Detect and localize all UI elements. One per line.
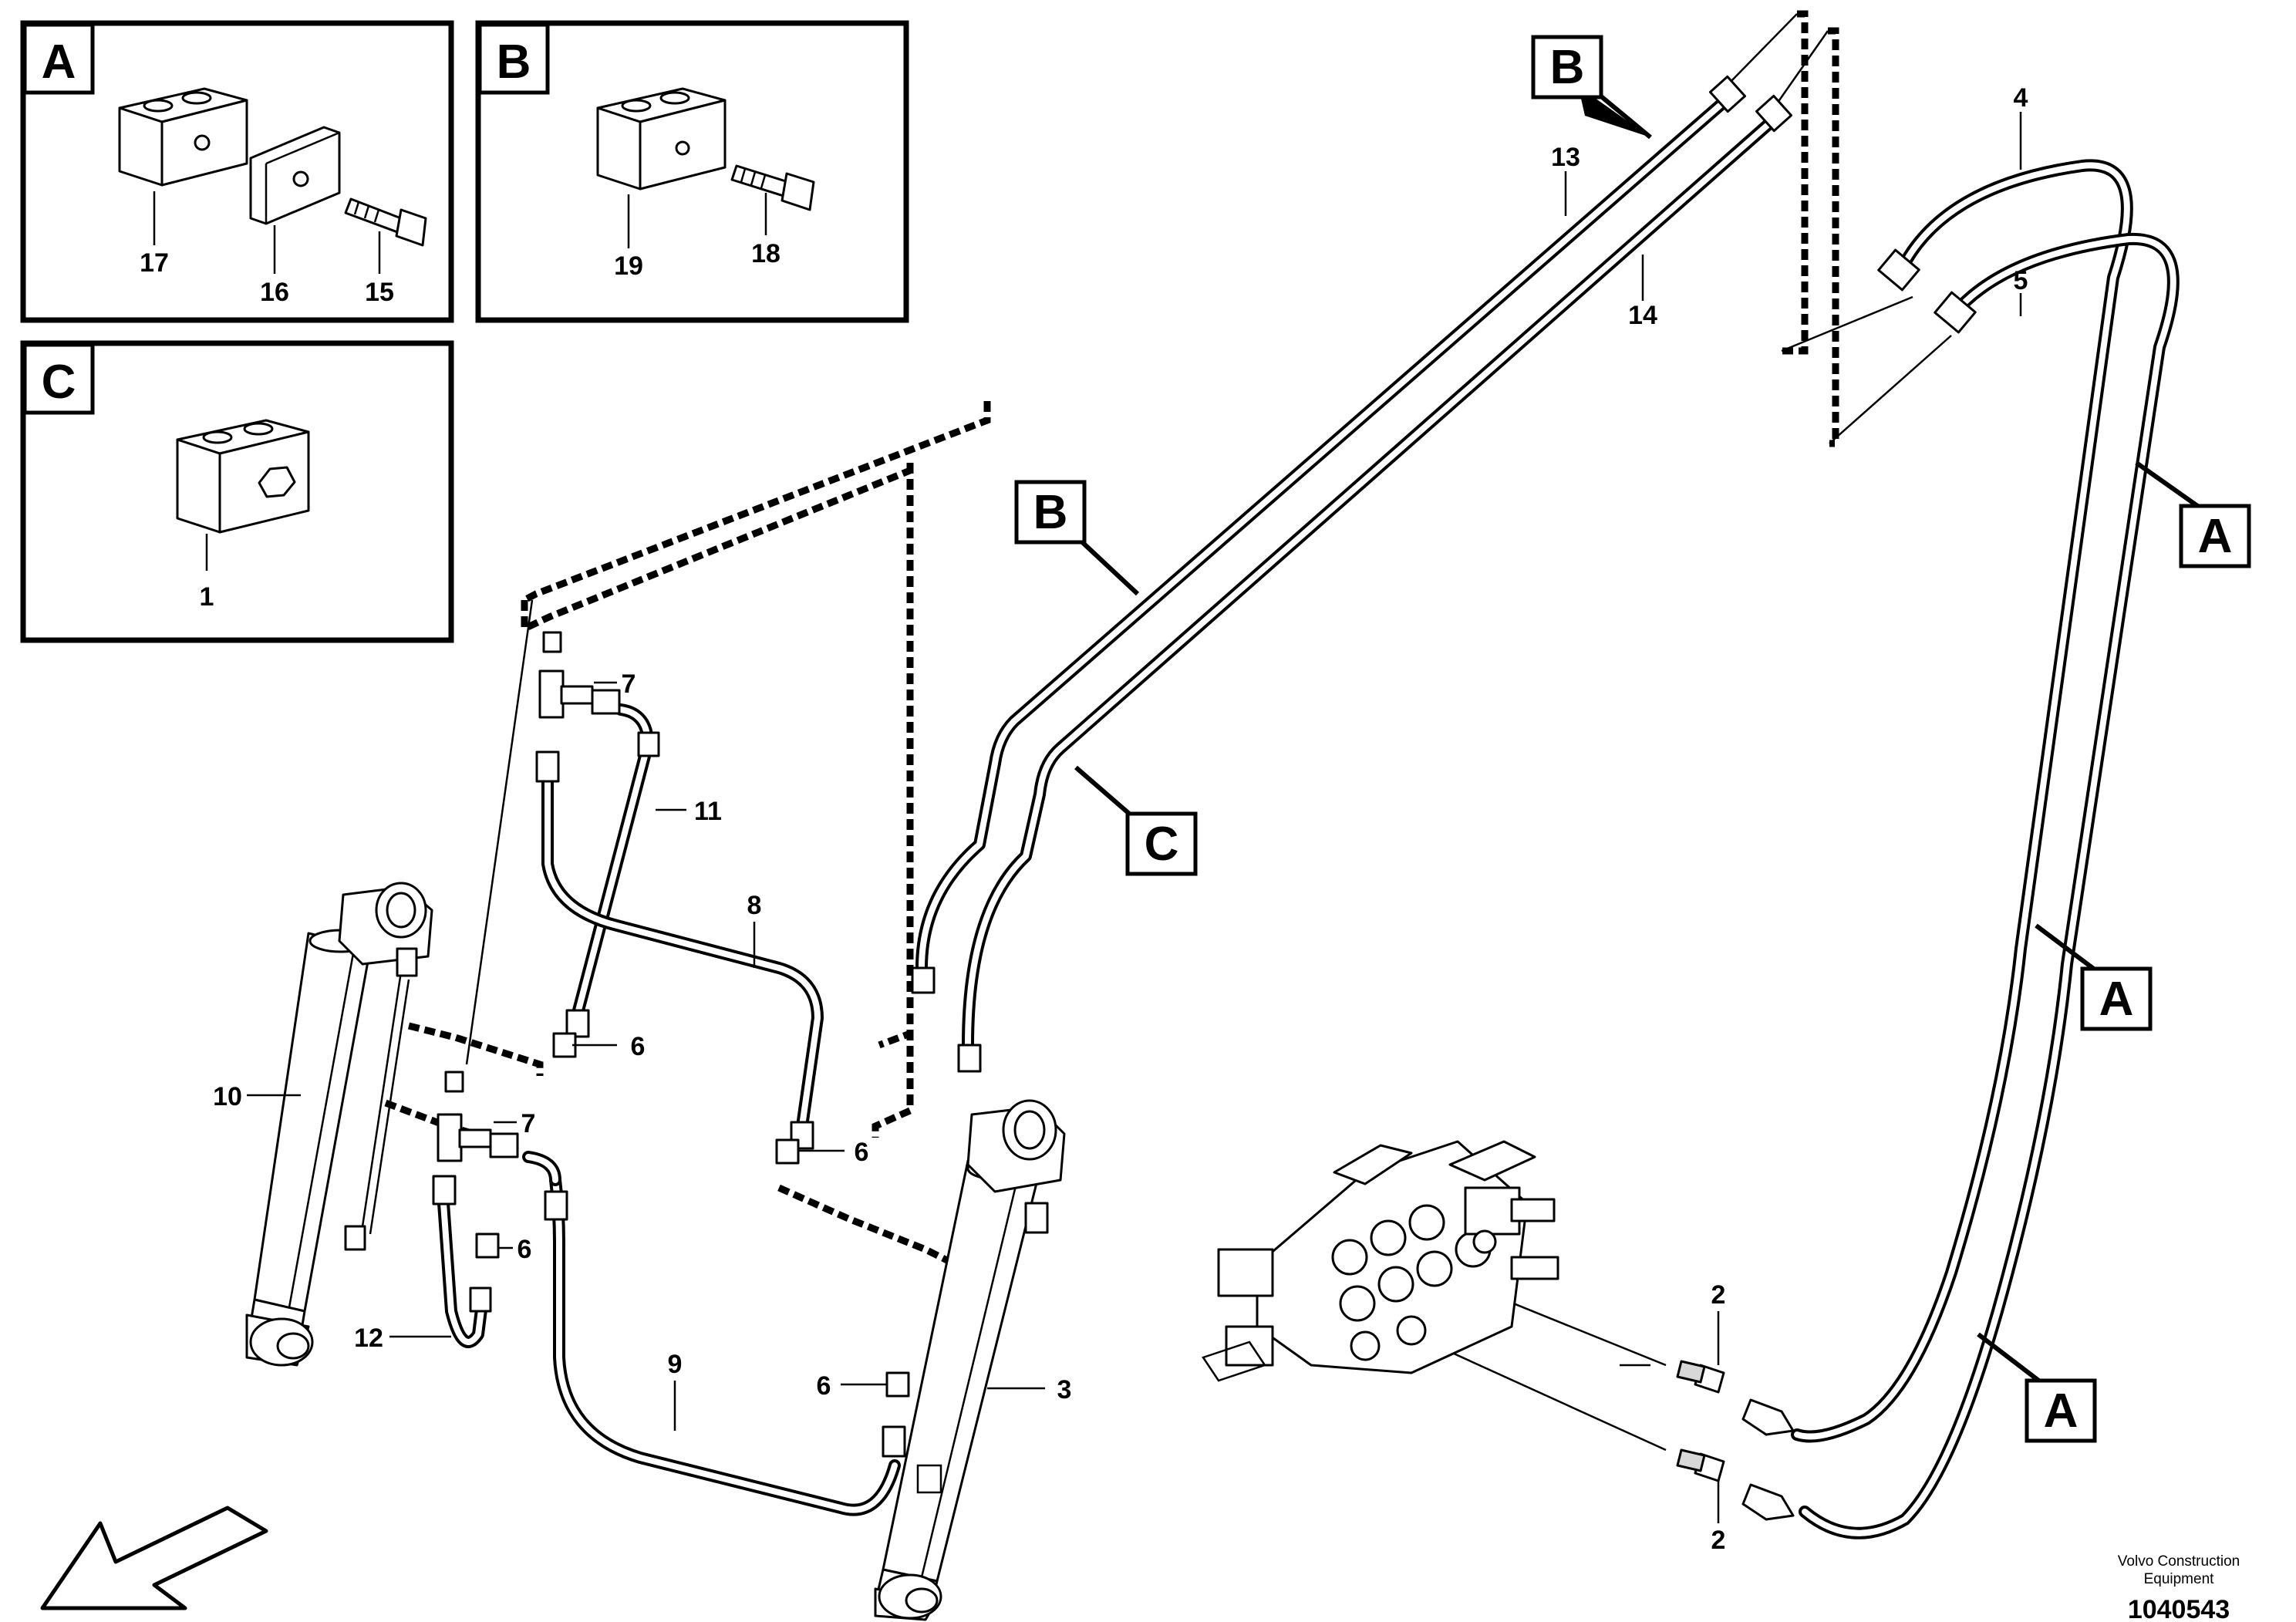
part-label-6-d: 6 <box>817 1371 831 1401</box>
part-label-2-upper: 2 <box>1711 1280 1726 1310</box>
cover-plate-part-16 <box>249 126 341 225</box>
bolt-part-15 <box>344 197 427 247</box>
clamp-block-part-1 <box>176 419 310 534</box>
detail-panel-a: A 17 16 15 <box>20 20 454 323</box>
callout-b-upper-letter: B <box>1550 41 1585 94</box>
panel-a-letter: A <box>42 35 76 89</box>
panel-b-letter: B <box>497 35 531 89</box>
pipe-14 <box>957 94 1793 1073</box>
bolt-part-18 <box>730 164 815 211</box>
part-label-6-a: 6 <box>631 1032 646 1061</box>
part-label-8: 8 <box>747 891 762 920</box>
callout-a-lower: A <box>1977 1332 2097 1443</box>
part-label-6-b: 6 <box>855 1138 869 1167</box>
cylinder-part-3 <box>874 1099 1066 1621</box>
callout-b-middle: B <box>1014 480 1140 596</box>
part-label-19: 19 <box>614 251 643 281</box>
part-number-labels: 4 5 13 14 7 7 11 8 6 6 6 6 10 12 9 3 2 2 <box>213 83 2028 1555</box>
part-label-7-upper: 7 <box>622 669 636 699</box>
part-label-14: 14 <box>1628 301 1657 330</box>
part-label-10: 10 <box>213 1082 242 1111</box>
hose-11 <box>565 703 660 1038</box>
callout-a-upper: A <box>2135 460 2251 568</box>
control-valve <box>1202 1140 1559 1382</box>
part-label-13: 13 <box>1551 143 1580 172</box>
callout-c-letter: C <box>1145 818 1179 871</box>
part-label-17: 17 <box>140 248 169 278</box>
callout-b-middle-letter: B <box>1033 486 1068 539</box>
credit-line-1: Volvo Construction <box>2118 1553 2240 1570</box>
tee-fitting-lower <box>437 1071 519 1162</box>
callout-c: C <box>1074 765 1198 876</box>
part-label-16: 16 <box>260 278 289 307</box>
callout-a-lower-letter: A <box>2044 1384 2079 1438</box>
hose-4 <box>1791 159 2133 1443</box>
part-label-11: 11 <box>694 797 722 826</box>
tee-fitting-upper <box>538 631 621 719</box>
part-label-9: 9 <box>668 1350 683 1379</box>
hose-12 <box>432 1175 492 1348</box>
part-label-6-c: 6 <box>518 1235 532 1264</box>
part-label-2-lower: 2 <box>1711 1526 1726 1555</box>
part-label-3: 3 <box>1057 1375 1072 1404</box>
callout-a-middle-letter: A <box>2099 973 2134 1026</box>
clamp-block-part-17 <box>118 87 248 187</box>
pipe-13 <box>911 75 1747 994</box>
clamp-block-part-19 <box>596 87 727 191</box>
part-leaders <box>247 112 2022 1523</box>
credit-line-2: Equipment <box>2144 1571 2215 1587</box>
document-number: 1040543 <box>2128 1595 2230 1622</box>
hose-8 <box>535 750 824 1150</box>
callout-a-upper-letter: A <box>2198 510 2233 563</box>
hose-5 <box>1799 232 2180 1539</box>
detail-panel-c: C 1 <box>20 340 454 643</box>
footer: Volvo Construction Equipment 1040543 <box>2118 1553 2240 1622</box>
part-label-7-lower: 7 <box>521 1109 536 1138</box>
panel-c-letter: C <box>42 356 76 409</box>
forward-direction-arrow-icon <box>40 1506 268 1610</box>
callout-b-upper: B <box>1531 35 1652 140</box>
part-label-12: 12 <box>354 1324 383 1353</box>
part-label-18: 18 <box>751 239 781 268</box>
part-label-15: 15 <box>365 278 394 307</box>
valve-fittings <box>1676 1360 1795 1521</box>
callout-a-middle: A <box>2035 923 2153 1031</box>
cylinder-part-10 <box>245 882 433 1367</box>
part-label-5: 5 <box>2014 266 2028 295</box>
detail-panel-b: B 19 18 <box>475 20 909 323</box>
hose-9 <box>522 1151 906 1516</box>
part-label-1: 1 <box>200 582 214 612</box>
part-label-4: 4 <box>2014 83 2028 113</box>
